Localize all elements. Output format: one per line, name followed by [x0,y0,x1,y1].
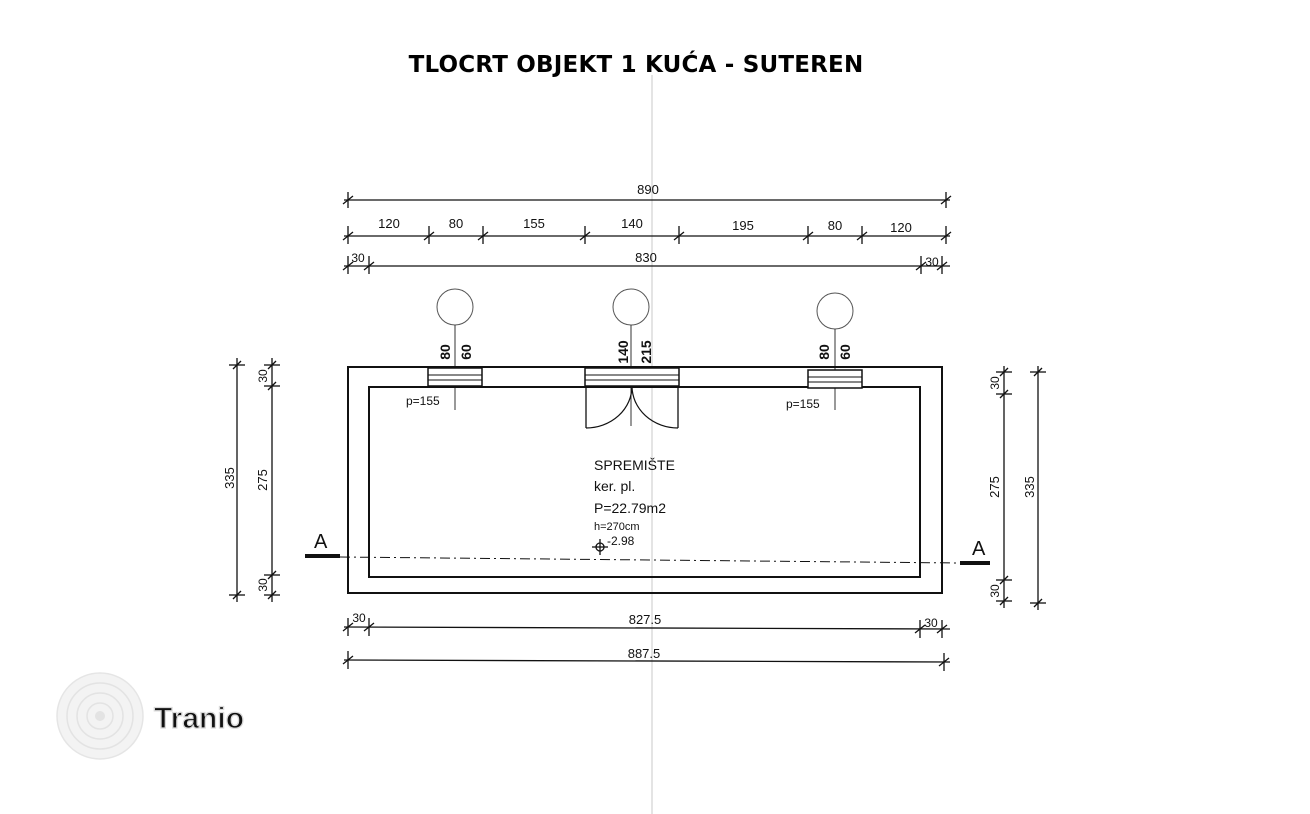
dim-bottom-inner-left: 30 [352,611,366,625]
top-dimension-segments [342,226,952,244]
dim-left-top: 30 [256,369,270,383]
dim-left-mid: 275 [255,469,270,491]
dim-top-seg-2: 80 [449,216,463,231]
room-area: P=22.79m2 [594,500,666,516]
window-left [427,367,483,387]
dim-bottom-total: 887.5 [628,646,661,661]
window-left-height: 60 [458,344,474,360]
dim-bottom-inner: 827.5 [629,612,662,627]
dim-top-seg-6: 80 [828,218,842,233]
dim-top-seg-5: 195 [732,218,754,233]
dim-bottom-inner-right: 30 [924,616,938,630]
dim-top-seg-4: 140 [621,216,643,231]
room-floor: ker. pl. [594,478,635,494]
section-marker-left: A [314,531,328,553]
section-line [305,554,990,565]
dim-top-seg-7: 120 [890,220,912,235]
dim-top-seg-3: 155 [523,216,545,231]
dim-right-top: 30 [988,376,1002,390]
dim-top-inner-left: 30 [351,251,365,265]
window-left-sill: p=155 [406,394,440,408]
top-dimension-total [342,192,952,208]
dim-right-mid: 275 [987,476,1002,498]
dim-top-inner-right: 30 [925,255,939,269]
dim-top-total: 890 [637,182,659,197]
tranio-logo-icon [56,672,144,760]
window-left-width: 80 [437,344,453,360]
door [584,367,680,429]
right-dimension-total [1030,366,1046,610]
page-title: TLOCRT OBJEKT 1 KUĆA - SUTEREN [408,52,864,78]
level-icon [592,539,608,555]
dim-right-total: 335 [1022,476,1037,498]
top-dimension-inner [342,256,950,274]
window-right-sill: p=155 [786,397,820,411]
dim-top-inner: 830 [635,250,657,265]
room-name: SPREMIŠTE [594,457,675,473]
right-dimension-segments [996,366,1012,608]
door-width: 140 [615,340,631,364]
building-walls [347,366,943,594]
dim-top-seg-1: 120 [378,216,400,231]
dim-left-total: 335 [222,467,237,489]
bottom-dimension-total [342,651,951,671]
window-right [807,369,863,389]
left-dimension-total [229,358,245,602]
window-right-width: 80 [816,344,832,360]
room-height: h=270cm [594,521,640,533]
room-level: -2.98 [607,534,635,548]
bottom-dimension-inner [342,618,951,638]
door-height: 215 [638,340,654,364]
dim-left-bottom: 30 [256,578,270,592]
left-dimension-segments [264,358,280,602]
section-marker-right: A [972,538,986,560]
dim-right-bottom: 30 [988,584,1002,598]
watermark-text: Tranio [154,702,244,735]
window-right-height: 60 [837,344,853,360]
